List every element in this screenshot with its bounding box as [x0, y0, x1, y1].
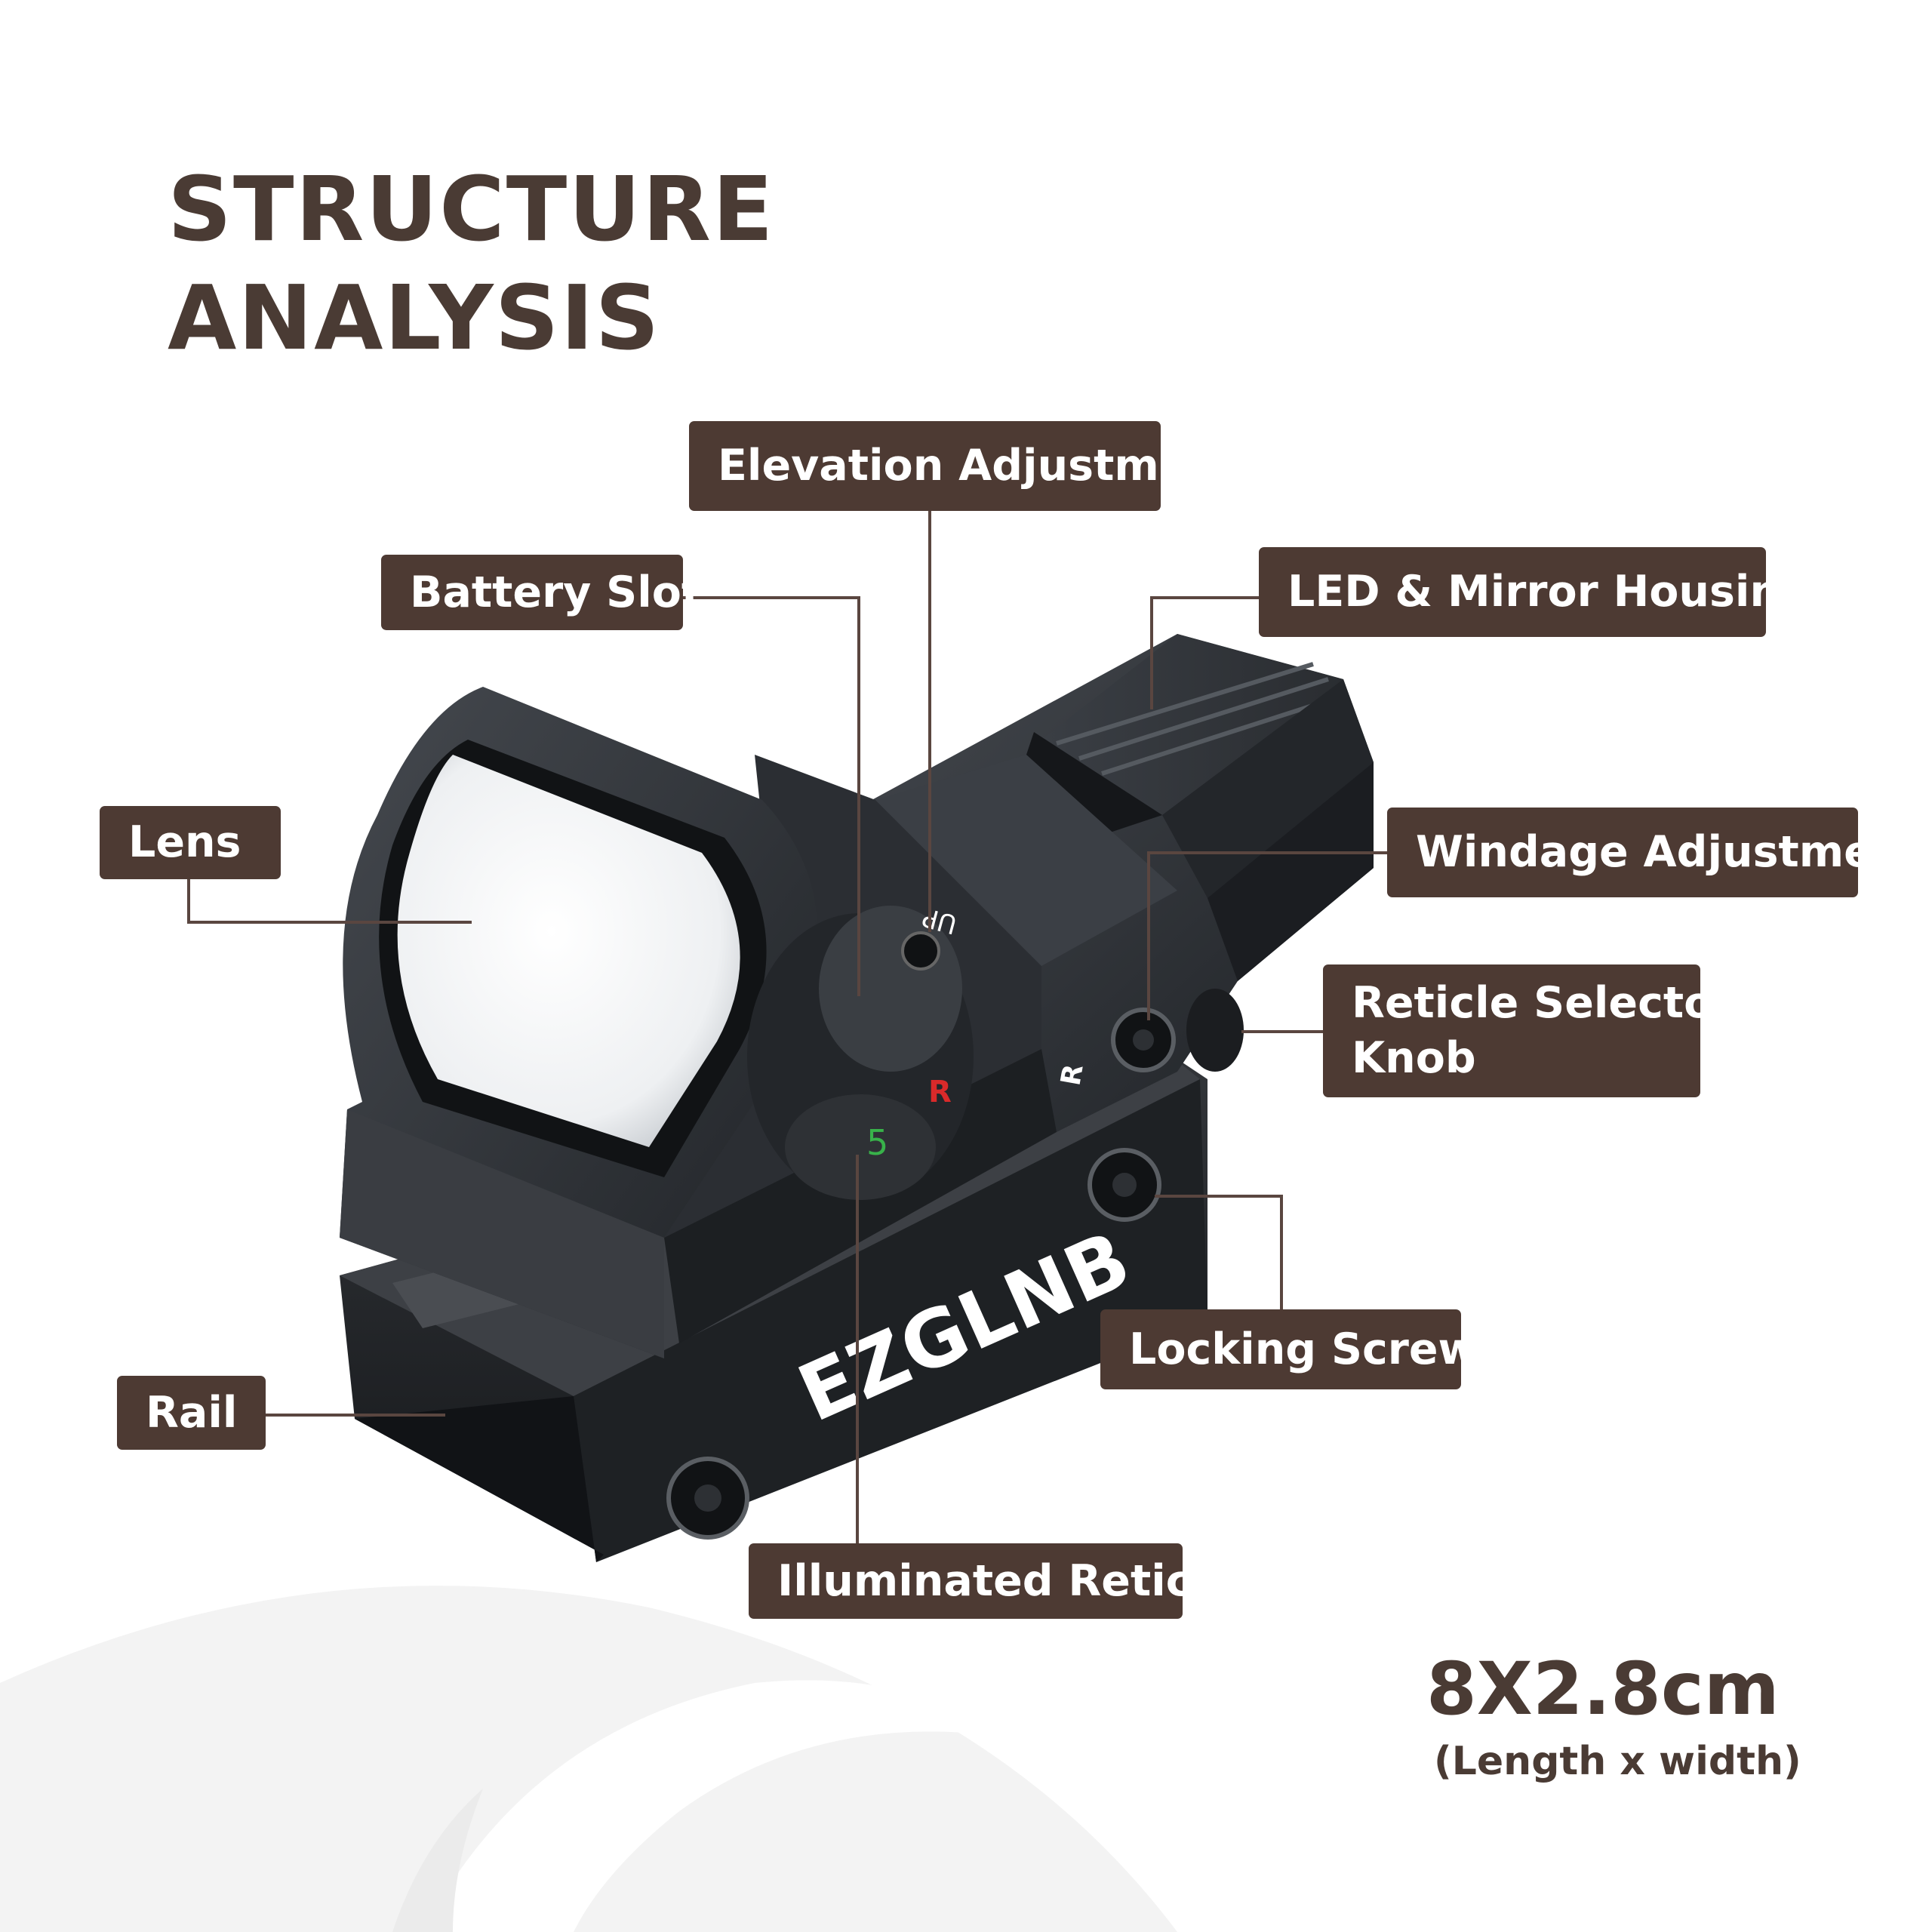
rail-screw [666, 1457, 749, 1540]
label-rail: Rail [117, 1376, 266, 1450]
reticle-selector-knob [1186, 989, 1244, 1072]
knob-letter-marking: R [928, 1075, 952, 1109]
dimension-caption: (Length x width) [1434, 1739, 1801, 1784]
title-line-2: ANALYSIS [168, 266, 661, 370]
title-line-1: STRUCTURE [168, 157, 775, 261]
leader-locking-screw [1155, 1195, 1283, 1309]
label-locking-screw: Locking Screw [1100, 1309, 1478, 1389]
lens [397, 755, 740, 1147]
label-led-mirror-housing: LED & Mirror Housing [1259, 547, 1811, 637]
label-battery-slot: Battery Slot [381, 555, 702, 630]
label-elevation-adjustment: Elevation Adjustment [689, 421, 1239, 511]
leader-battery [683, 596, 860, 996]
windage-screw [1111, 1008, 1176, 1072]
leader-led [1150, 596, 1259, 709]
leader-lens [187, 879, 472, 924]
label-reticle-selector-knob: Reticle Selector Knob [1323, 964, 1735, 1097]
leader-windage [1147, 851, 1387, 1020]
label-reticle-selector-line-2: Knob [1352, 1033, 1476, 1083]
label-lens: Lens [100, 806, 281, 879]
elevation-adjustment-knob [747, 906, 974, 1200]
dimension-value: 8X2.8cm [1426, 1647, 1780, 1731]
label-illuminated-reticle: Illuminated Reticle [749, 1543, 1235, 1619]
locking-screw [1088, 1148, 1161, 1222]
label-windage-adjustment: Windage Adjustment [1387, 808, 1924, 897]
knob-number-marking: 5 [866, 1122, 888, 1163]
label-reticle-selector-line-1: Reticle Selector [1352, 978, 1735, 1029]
